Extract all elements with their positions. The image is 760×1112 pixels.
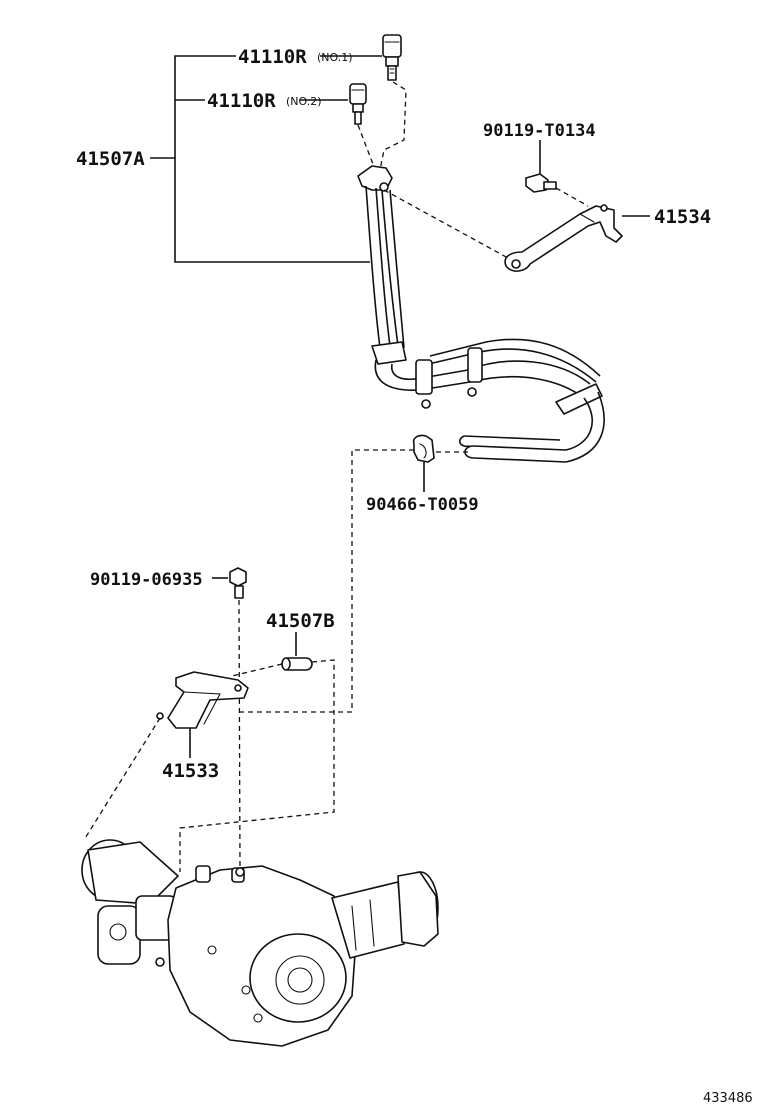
label-bracket-upper: 41534 — [654, 206, 711, 228]
label-hose-assembly: 41507A — [76, 148, 145, 170]
label-hose-no2-qualifier: (NO.2) — [286, 95, 322, 108]
hose-assembly-41507a-icon — [357, 165, 605, 463]
hose-end-no2-icon — [349, 83, 367, 125]
diagram-id: 433486 — [703, 1091, 753, 1106]
hose-end-no1-icon — [382, 34, 402, 81]
differential-housing-icon — [81, 839, 439, 1047]
label-bracket-lower: 41533 — [162, 760, 219, 782]
bracket-41534-icon — [504, 204, 623, 272]
bolt-upper-icon — [525, 173, 557, 193]
bracket-41533-icon — [156, 671, 249, 729]
label-clip: 90466-T0059 — [366, 495, 479, 515]
label-hose-lower: 41507B — [266, 610, 335, 632]
label-hose-no1-part: 41110R — [238, 46, 307, 68]
label-hose-no1-qualifier: (NO.1) — [317, 51, 353, 64]
clip-icon — [412, 434, 435, 463]
bolt-lower-icon — [229, 567, 247, 599]
label-hose-no2-part: 41110R — [207, 90, 276, 112]
callout-41507a-bracket — [150, 55, 382, 263]
label-bolt-lower: 90119-06935 — [90, 570, 203, 590]
hose-41507b-icon — [281, 657, 313, 671]
label-bolt-upper: 90119-T0134 — [483, 121, 596, 141]
